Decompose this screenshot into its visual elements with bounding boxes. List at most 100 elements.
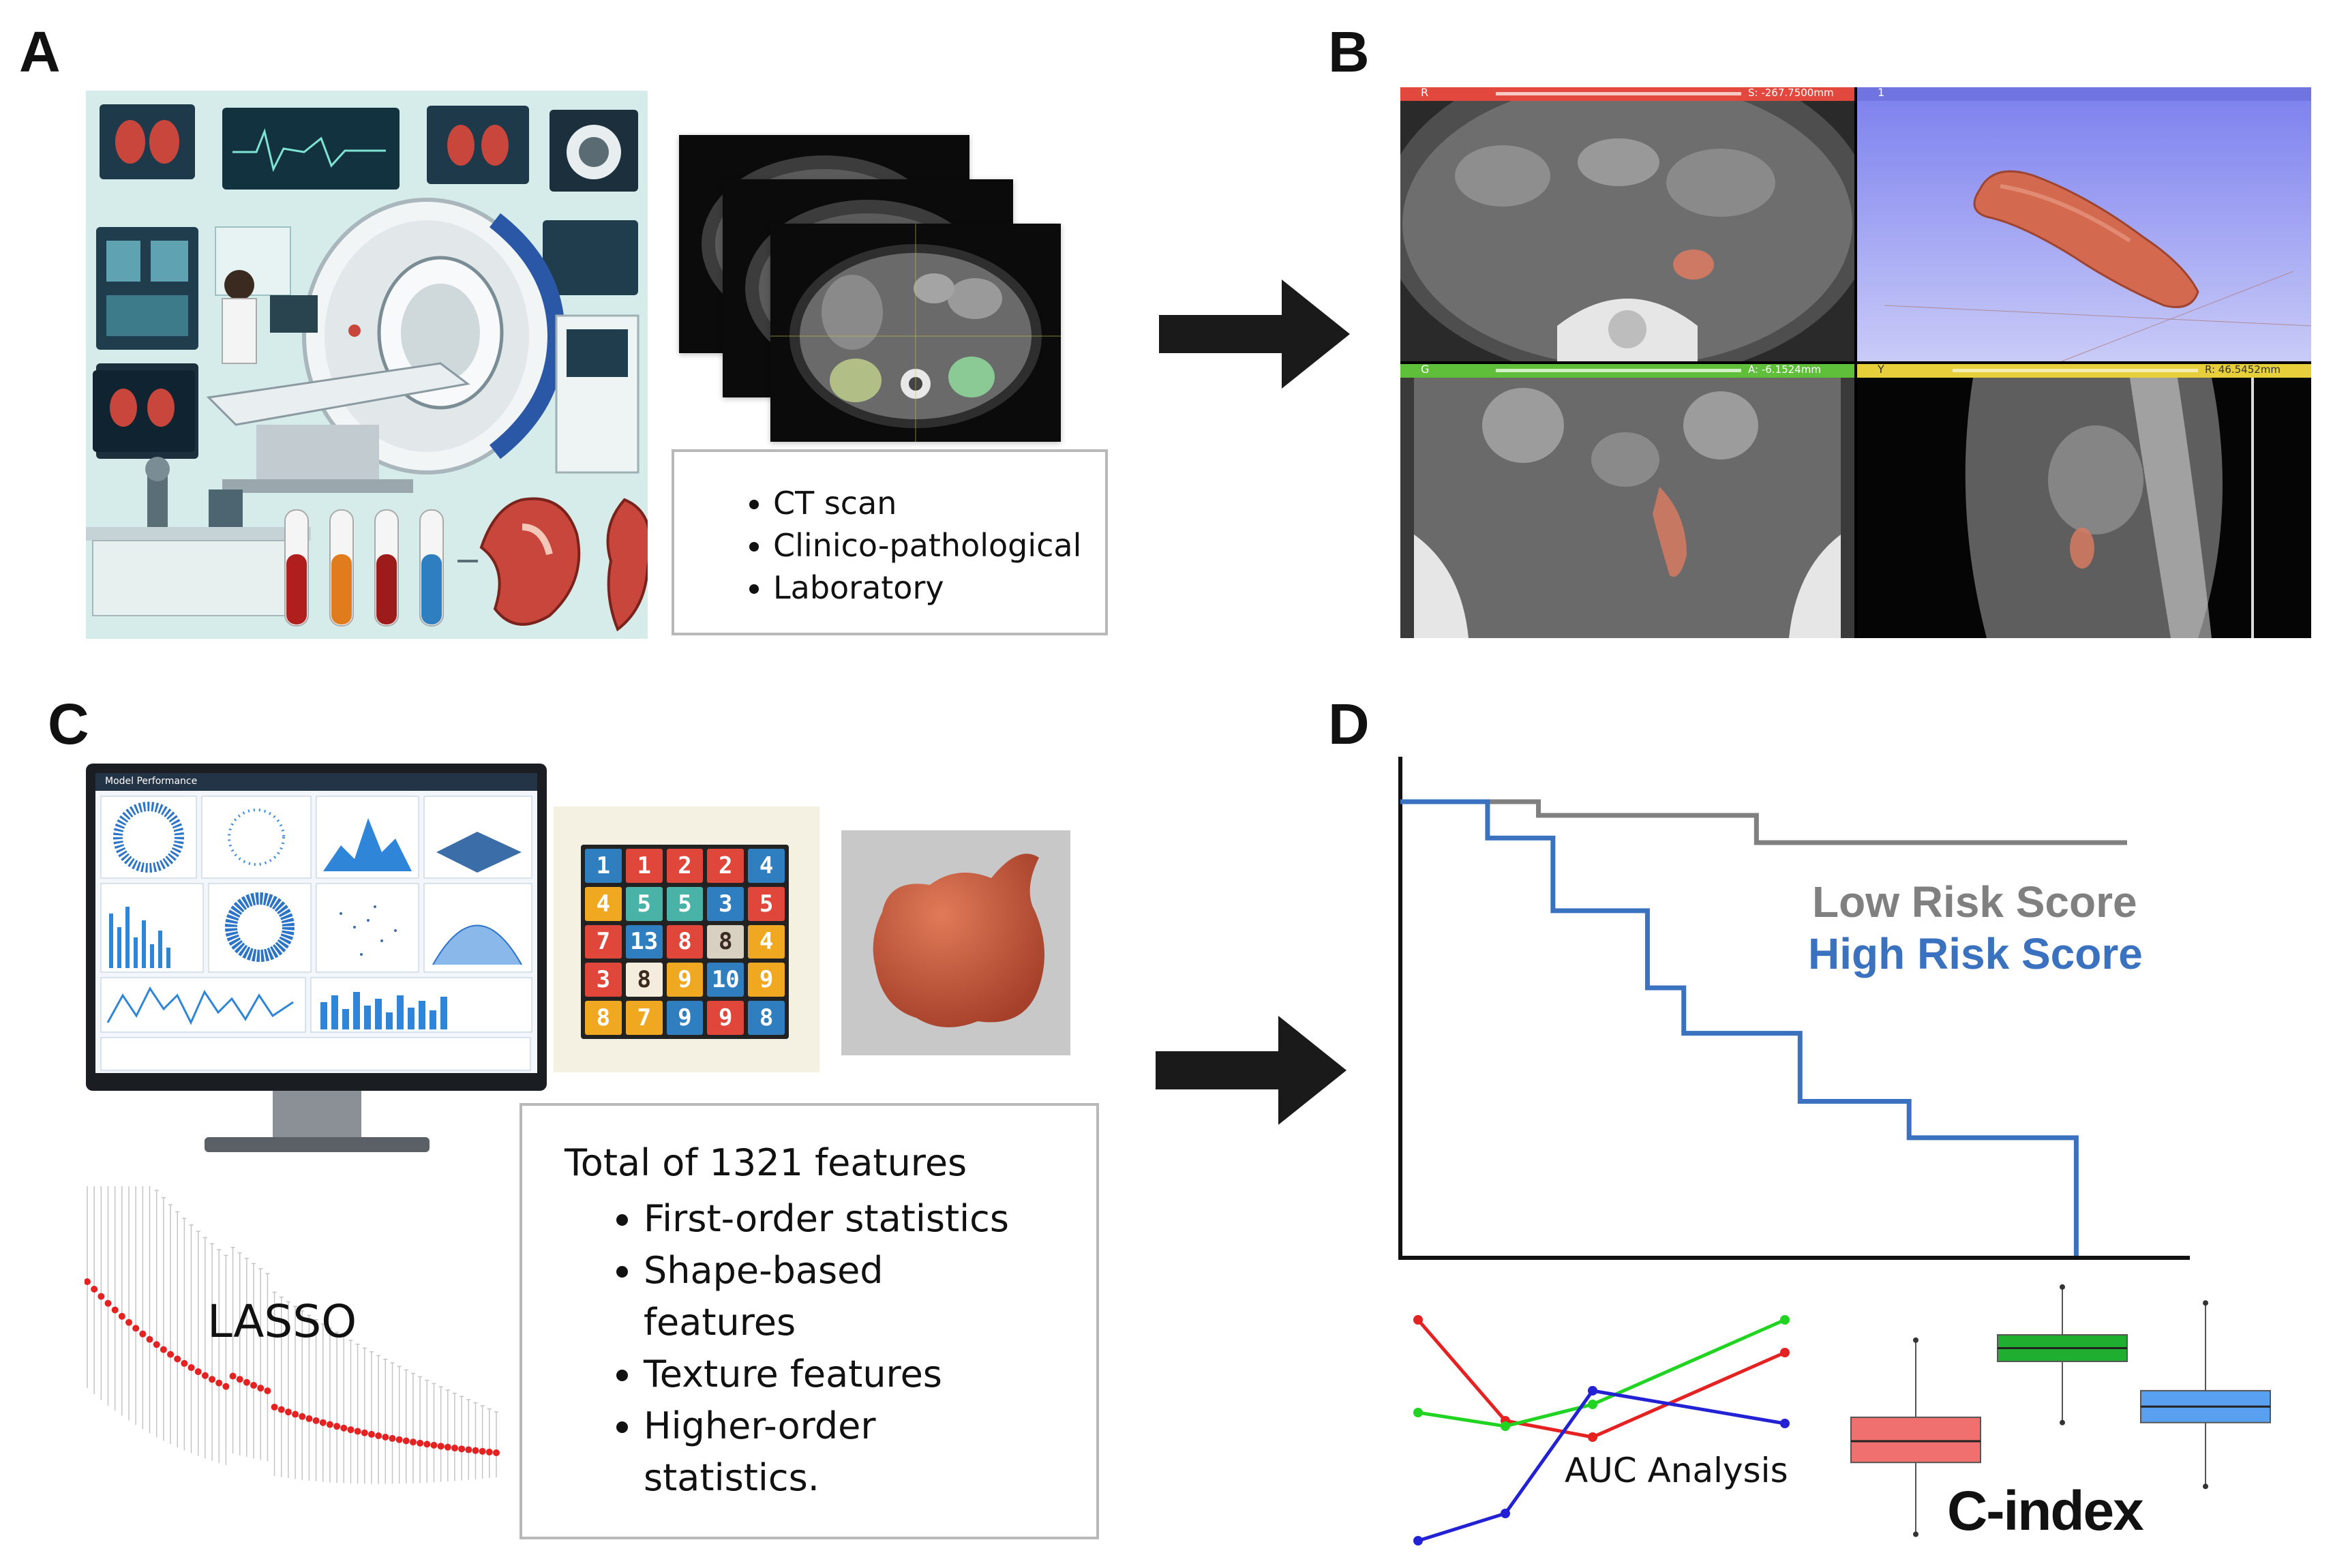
auc-point bbox=[1780, 1419, 1790, 1428]
lasso-point bbox=[451, 1445, 458, 1452]
lasso-point bbox=[479, 1447, 486, 1455]
matrix-cell: 8 bbox=[585, 1001, 622, 1035]
lasso-point bbox=[229, 1372, 237, 1380]
lasso-point bbox=[174, 1355, 181, 1363]
lasso-point bbox=[375, 1432, 382, 1440]
matrix-cell: 1 bbox=[585, 849, 622, 883]
matrix-cell: 9 bbox=[748, 963, 785, 997]
lasso-point bbox=[104, 1299, 112, 1307]
matrix-cell: 8 bbox=[748, 1001, 785, 1035]
matrix-cell: 1 bbox=[625, 849, 663, 883]
lasso-point bbox=[312, 1417, 320, 1424]
dashboard-title: Model Performance bbox=[105, 776, 198, 787]
matrix-cell: 10 bbox=[707, 963, 744, 997]
sagittal-view-label: Y bbox=[1878, 364, 1884, 376]
lasso-point bbox=[209, 1376, 216, 1383]
slicer-viewer: R S: -267.7500mm 1 bbox=[1400, 87, 2311, 638]
box-iqr bbox=[1850, 1416, 1981, 1464]
lasso-point bbox=[277, 1406, 285, 1413]
matrix-cell: 8 bbox=[625, 963, 663, 997]
lasso-point bbox=[181, 1359, 188, 1367]
auc-series-line bbox=[1417, 1318, 1786, 1428]
3d-render bbox=[1857, 101, 2311, 361]
auc-point bbox=[1780, 1315, 1790, 1325]
lasso-point bbox=[417, 1439, 424, 1447]
axial-ct-image bbox=[1400, 101, 1854, 361]
auc-point bbox=[1413, 1536, 1423, 1546]
lasso-point bbox=[284, 1408, 292, 1416]
lasso-point bbox=[472, 1447, 479, 1454]
data-source-item: Laboratory bbox=[773, 567, 1105, 609]
ct-slice-front-svg bbox=[770, 224, 1061, 442]
sagittal-view-bar: Y R: 46.5452mm bbox=[1857, 364, 2311, 378]
lasso-point bbox=[299, 1413, 306, 1420]
matrix-cell: 4 bbox=[748, 924, 785, 959]
lasso-point bbox=[257, 1385, 265, 1392]
matrix-cell: 7 bbox=[625, 1001, 663, 1035]
arrow-c-to-d bbox=[1156, 1016, 1346, 1125]
matrix-cell: 2 bbox=[666, 849, 704, 883]
lasso-point bbox=[118, 1312, 125, 1320]
box-outlier bbox=[2203, 1483, 2208, 1490]
data-sources-box: CT scan Clinico-pathological Laboratory bbox=[672, 449, 1108, 635]
lasso-point bbox=[389, 1434, 396, 1442]
matrix-cell: 9 bbox=[666, 1001, 704, 1035]
lasso-plot: LASSO bbox=[84, 1104, 507, 1541]
monitor: Model Performance bbox=[86, 764, 547, 1091]
coronal-slider[interactable] bbox=[1496, 369, 1741, 372]
auc-series-line bbox=[1417, 1389, 1786, 1543]
lasso-point bbox=[201, 1372, 209, 1379]
matrix-cell: 5 bbox=[625, 886, 663, 921]
lasso-point bbox=[243, 1378, 250, 1386]
axial-slider[interactable] bbox=[1496, 92, 1741, 95]
lasso-point bbox=[319, 1419, 327, 1426]
ct-slice-front bbox=[770, 224, 1061, 442]
3d-view-bar: 1 bbox=[1857, 87, 2311, 101]
auc-point bbox=[1780, 1348, 1790, 1357]
arrow-a-to-b bbox=[1159, 280, 1350, 389]
monitor-screen: Model Performance bbox=[95, 773, 537, 1073]
coronal-view: G A: -6.1524mm bbox=[1400, 364, 1854, 638]
matrix-cell: 8 bbox=[707, 924, 744, 959]
lasso-point bbox=[402, 1437, 410, 1445]
sagittal-ct-image bbox=[1857, 378, 2311, 638]
matrix-cell: 13 bbox=[625, 924, 663, 959]
coronal-ct-image bbox=[1400, 378, 1854, 638]
auc-series-line bbox=[1417, 1318, 1786, 1439]
auc-point bbox=[1588, 1432, 1597, 1442]
coronal-view-bar: G A: -6.1524mm bbox=[1400, 364, 1854, 378]
axial-view-label: R bbox=[1421, 87, 1429, 99]
lasso-point bbox=[264, 1387, 271, 1395]
coronal-readout: A: -6.1524mm bbox=[1748, 364, 1821, 376]
matrix-cell: 5 bbox=[666, 886, 704, 921]
matrix-cell: 3 bbox=[707, 886, 744, 921]
lasso-point bbox=[139, 1330, 147, 1338]
3d-view-label: 1 bbox=[1878, 87, 1885, 99]
lasso-point bbox=[367, 1430, 375, 1438]
lasso-point bbox=[395, 1436, 403, 1443]
matrix-cell: 3 bbox=[585, 963, 622, 997]
tumor-3d-svg bbox=[873, 854, 1044, 1027]
lasso-point bbox=[250, 1382, 258, 1389]
sagittal-view: Y R: 46.5452mm bbox=[1857, 364, 2311, 638]
matrix-cell: 4 bbox=[748, 849, 785, 883]
lasso-point bbox=[305, 1415, 313, 1422]
lasso-point bbox=[340, 1424, 348, 1432]
axial-readout: S: -267.7500mm bbox=[1748, 87, 1834, 99]
cindex-label: C-index bbox=[1947, 1480, 2144, 1542]
feature-item: First-order statistics bbox=[644, 1193, 1162, 1245]
auc-point bbox=[1588, 1400, 1597, 1409]
matrix-cell: 4 bbox=[585, 886, 622, 921]
lasso-point bbox=[111, 1306, 119, 1314]
lasso-point bbox=[354, 1428, 361, 1435]
sagittal-slider[interactable] bbox=[1953, 369, 2198, 372]
lasso-point bbox=[153, 1341, 160, 1348]
axial-view-bar: R S: -267.7500mm bbox=[1400, 87, 1854, 101]
cindex-boxplot bbox=[1850, 1284, 2271, 1537]
auc-point bbox=[1588, 1386, 1597, 1396]
data-sources-list: CT scan Clinico-pathological Laboratory bbox=[674, 482, 1105, 609]
lasso-point bbox=[326, 1421, 333, 1428]
matrix-cell: 9 bbox=[666, 963, 704, 997]
box-outlier bbox=[1913, 1531, 1918, 1537]
